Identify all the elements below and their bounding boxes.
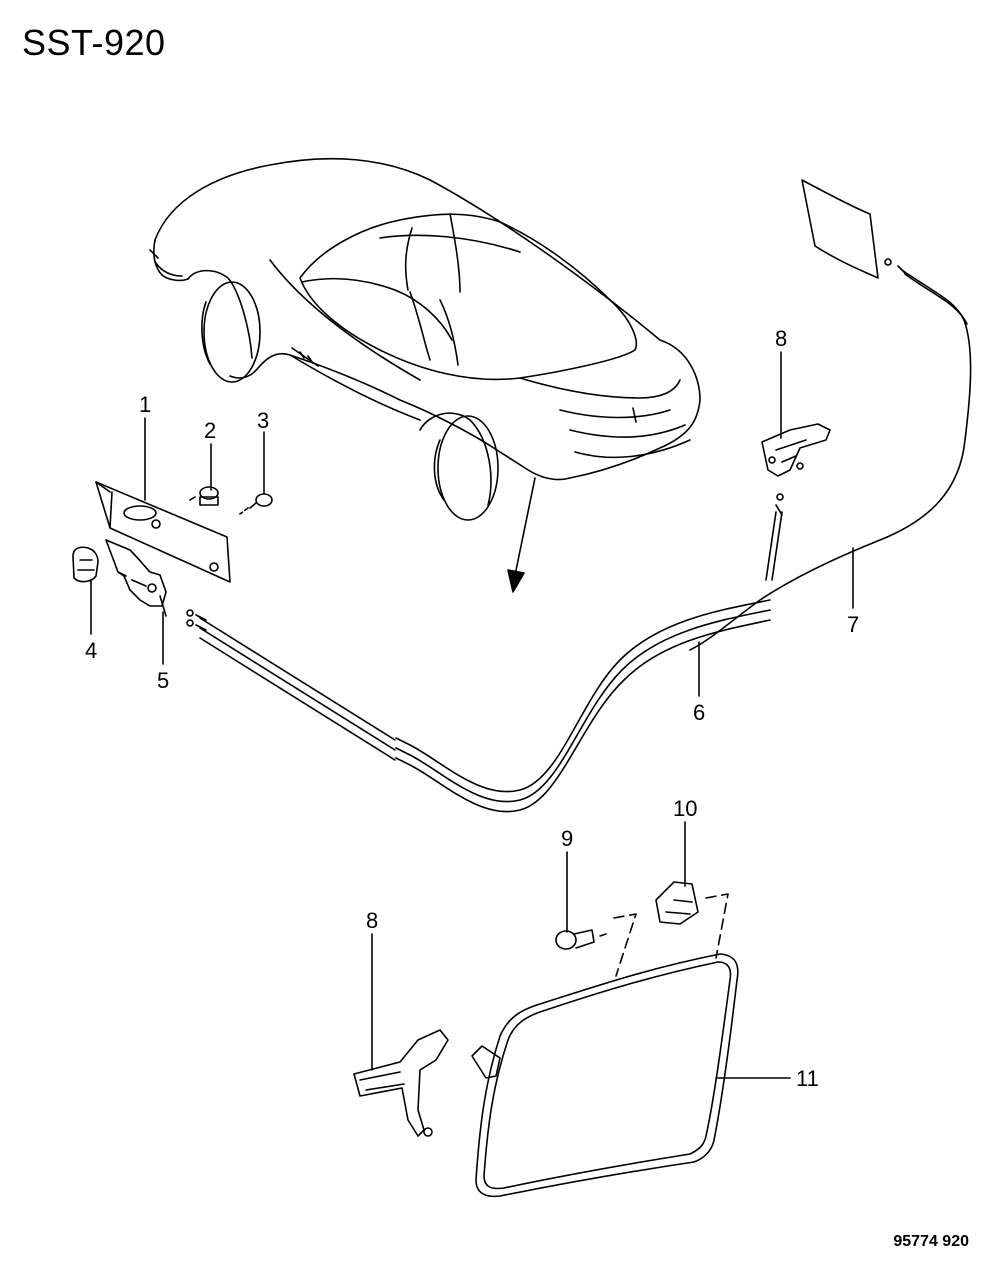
fuel-lid-small: [801, 179, 892, 279]
callout-7: 7: [847, 612, 859, 637]
part-9-bolt: [555, 929, 607, 950]
part-10-bumper: [655, 881, 699, 925]
callout-10: 10: [673, 796, 697, 821]
callout-3: 3: [257, 408, 269, 433]
diagram-code: 95774 920: [893, 1233, 969, 1250]
callout-1: 1: [139, 392, 151, 417]
callout-5: 5: [157, 668, 169, 693]
part-3-screw: [239, 493, 273, 515]
part-2-screw: [189, 486, 219, 506]
direction-arrow: [507, 477, 536, 593]
cable-7: [689, 265, 972, 651]
part-1-bracket: [95, 481, 231, 583]
part-11-fuel-lid: [471, 953, 739, 1198]
part-5-latch: [105, 539, 167, 617]
guide-lines: [613, 893, 729, 977]
diagram-title: SST-920: [22, 22, 166, 63]
callout-labels: 1 2 3 4 5 6 7 8 8 9 10 11: [85, 326, 859, 1091]
car-outline: [149, 157, 701, 521]
callout-11: 11: [796, 1066, 819, 1091]
part-8-latch-lower: [353, 1029, 449, 1137]
callout-2: 2: [204, 418, 216, 443]
part-8-latch-upper: [761, 423, 831, 477]
callout-9: 9: [561, 826, 573, 851]
part-4-clip: [72, 546, 99, 583]
callout-4: 4: [85, 638, 97, 663]
cable-6: [186, 493, 784, 813]
leader-lines: [90, 351, 854, 1079]
callout-8b: 8: [366, 908, 378, 933]
callout-6: 6: [693, 700, 705, 725]
callout-8a: 8: [775, 326, 787, 351]
